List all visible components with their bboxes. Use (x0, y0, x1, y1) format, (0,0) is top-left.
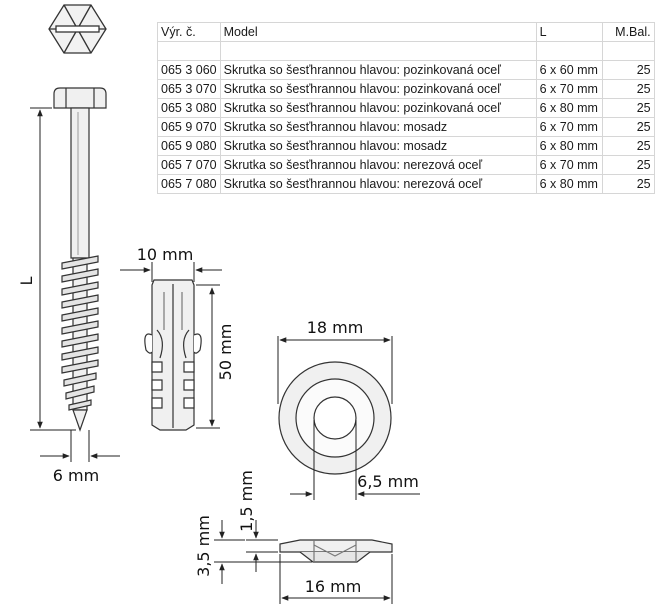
washer-top-view-drawing (278, 361, 392, 475)
plug-length-label: 50 mm (216, 324, 235, 381)
cell-length: 6 x 80 mm (535, 136, 603, 156)
washer-outer-label: 16 mm (305, 577, 362, 596)
screw-diameter-dimension (40, 430, 120, 462)
table-header-row: Výr. č. Model L M.Bal. (157, 22, 655, 42)
cell-pack: 25 (601, 136, 655, 156)
cell-model: Skrutka so šesťhrannou hlavou: pozinkova… (219, 60, 537, 80)
cell-length: 6 x 70 mm (535, 155, 603, 175)
cell-code: 065 9 070 (157, 117, 221, 137)
hex-head-top-view-icon (48, 4, 107, 54)
washer-inner-label: 18 mm (307, 318, 364, 337)
screw-drawing (53, 87, 107, 432)
header-length: L (535, 22, 603, 42)
cell-model: Skrutka so šesťhrannou hlavou: nerezová … (219, 174, 537, 194)
wall-plug-drawing (144, 279, 202, 431)
cell-model: Skrutka so šesťhrannou hlavou: mosadz (219, 117, 537, 137)
cell-code: 065 9 080 (157, 136, 221, 156)
cell-model: Skrutka so šesťhrannou hlavou: mosadz (219, 136, 537, 156)
cell-length: 6 x 70 mm (535, 79, 603, 99)
plug-length-dimension (196, 284, 220, 429)
table-blank-row (157, 41, 655, 61)
cell-pack: 25 (601, 155, 655, 175)
washer-top-thickness-label: 1,5 mm (237, 470, 256, 532)
header-pack: M.Bal. (601, 22, 655, 42)
cell-code: 065 3 070 (157, 79, 221, 99)
screw-length-dimension (30, 107, 76, 431)
cell-code: 065 7 070 (157, 155, 221, 175)
plug-width-dimension (120, 262, 222, 282)
cell-model: Skrutka so šesťhrannou hlavou: pozinkova… (219, 98, 537, 118)
cell-length: 6 x 60 mm (535, 60, 603, 80)
washer-inner-dimension (277, 336, 393, 404)
cell-code: 065 7 080 (157, 174, 221, 194)
header-code: Výr. č. (157, 22, 221, 42)
cell-pack: 25 (601, 98, 655, 118)
washer-total-thickness-dimension (214, 520, 312, 584)
cell-code: 065 3 080 (157, 98, 221, 118)
cell-pack: 25 (601, 174, 655, 194)
cell-pack: 25 (601, 60, 655, 80)
washer-side-view-drawing (279, 539, 393, 563)
cell-pack: 25 (601, 79, 655, 99)
washer-hole-dimension (290, 420, 420, 500)
cell-length: 6 x 80 mm (535, 174, 603, 194)
cell-model: Skrutka so šesťhrannou hlavou: nerezová … (219, 155, 537, 175)
cell-pack: 25 (601, 117, 655, 137)
cell-code: 065 3 060 (157, 60, 221, 80)
cell-model: Skrutka so šesťhrannou hlavou: pozinkova… (219, 79, 537, 99)
washer-top-thickness-dimension (246, 520, 278, 572)
screw-diameter-label: 6 mm (53, 466, 99, 485)
screw-length-label: L (17, 276, 36, 285)
washer-total-thickness-label: 3,5 mm (194, 515, 213, 577)
washer-outer-dimension (279, 554, 393, 604)
cell-length: 6 x 80 mm (535, 98, 603, 118)
header-model: Model (219, 22, 537, 42)
cell-length: 6 x 70 mm (535, 117, 603, 137)
washer-hole-label: 6,5 mm (357, 472, 419, 491)
plug-width-label: 10 mm (137, 245, 194, 264)
